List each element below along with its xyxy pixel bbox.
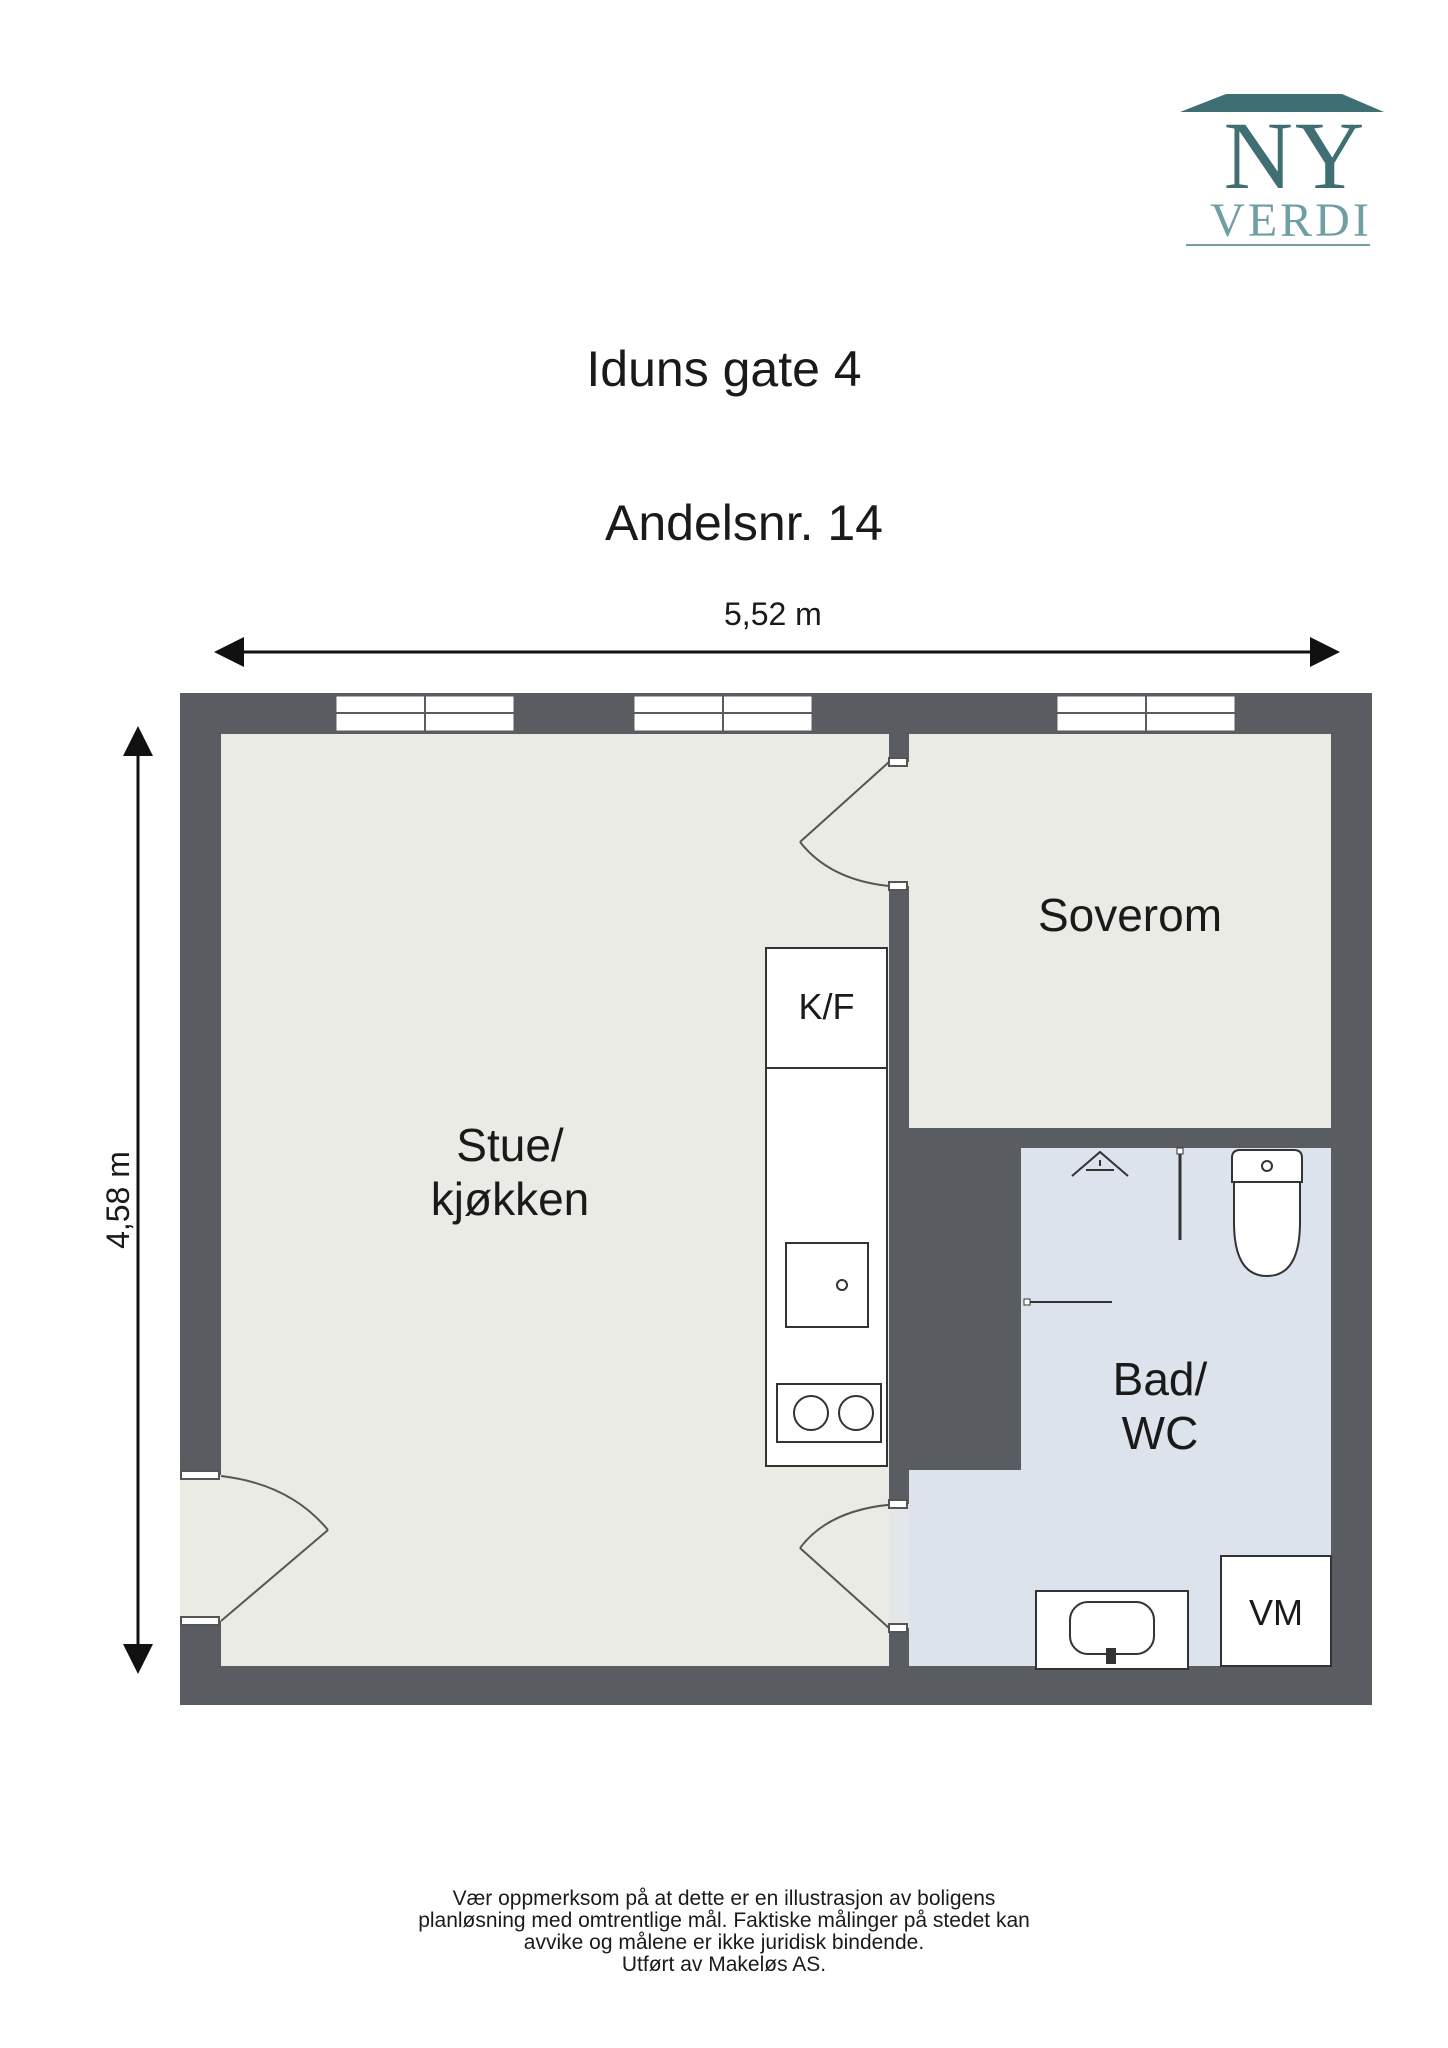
room-label-living-line2: kjøkken xyxy=(430,1173,590,1225)
logo-ny-text: NY xyxy=(1223,102,1367,209)
washing-machine-label: VM xyxy=(1249,1592,1303,1633)
bathroom-door-opening xyxy=(889,1504,909,1628)
window-2 xyxy=(633,695,813,732)
width-dimension-label: 5,52 m xyxy=(724,596,822,632)
room-label-living: Stue/ kjøkken xyxy=(390,1118,630,1226)
window-3 xyxy=(1056,695,1236,732)
entry-door-swing xyxy=(180,1470,329,1626)
window-1 xyxy=(335,695,515,732)
disclaimer-line-1: Vær oppmerksom på at dette er en illustr… xyxy=(452,1887,996,1910)
room-label-bath-line1: Bad/ xyxy=(1112,1353,1208,1405)
unit-subtitle: Andelsnr. 14 xyxy=(605,495,883,551)
kitchen-sink-icon xyxy=(785,1242,869,1328)
logo-verdi-text: VERDI xyxy=(1210,194,1372,247)
address-title: Iduns gate 4 xyxy=(586,341,862,397)
bedroom-floor xyxy=(909,734,1331,1128)
shower-icon xyxy=(1071,1150,1129,1177)
room-label-bath-line2: WC xyxy=(1121,1407,1199,1459)
disclaimer-line-3: avvike og målene er ikke juridisk binden… xyxy=(523,1931,925,1954)
disclaimer-line-2: planløsning med omtrentlige mål. Faktisk… xyxy=(418,1909,1030,1932)
room-label-bath: Bad/ WC xyxy=(1060,1352,1260,1460)
bedroom-door-swing xyxy=(799,757,908,891)
fridge-freezer-label: K/F xyxy=(798,986,855,1027)
bathroom-sink-icon xyxy=(1035,1590,1189,1670)
toilet-icon xyxy=(1231,1149,1303,1278)
bathroom-door-swing xyxy=(799,1499,908,1633)
shower-screen xyxy=(1023,1147,1184,1306)
height-dimension-label: 4,58 m xyxy=(100,1151,136,1249)
logo-underline xyxy=(1186,244,1370,246)
washing-machine xyxy=(1220,1555,1332,1667)
bedroom-door-opening xyxy=(889,762,909,886)
cooktop-icon xyxy=(776,1383,882,1443)
kitchen-counter xyxy=(765,947,888,1467)
room-label-bedroom: Soverom xyxy=(1037,889,1223,941)
room-label-living-line1: Stue/ xyxy=(456,1119,564,1171)
disclaimer-line-4: Utført av Makeløs AS. xyxy=(621,1953,827,1976)
disclaimer: Vær oppmerksom på at dette er en illustr… xyxy=(0,1888,1448,1976)
entry-opening xyxy=(180,1475,221,1621)
